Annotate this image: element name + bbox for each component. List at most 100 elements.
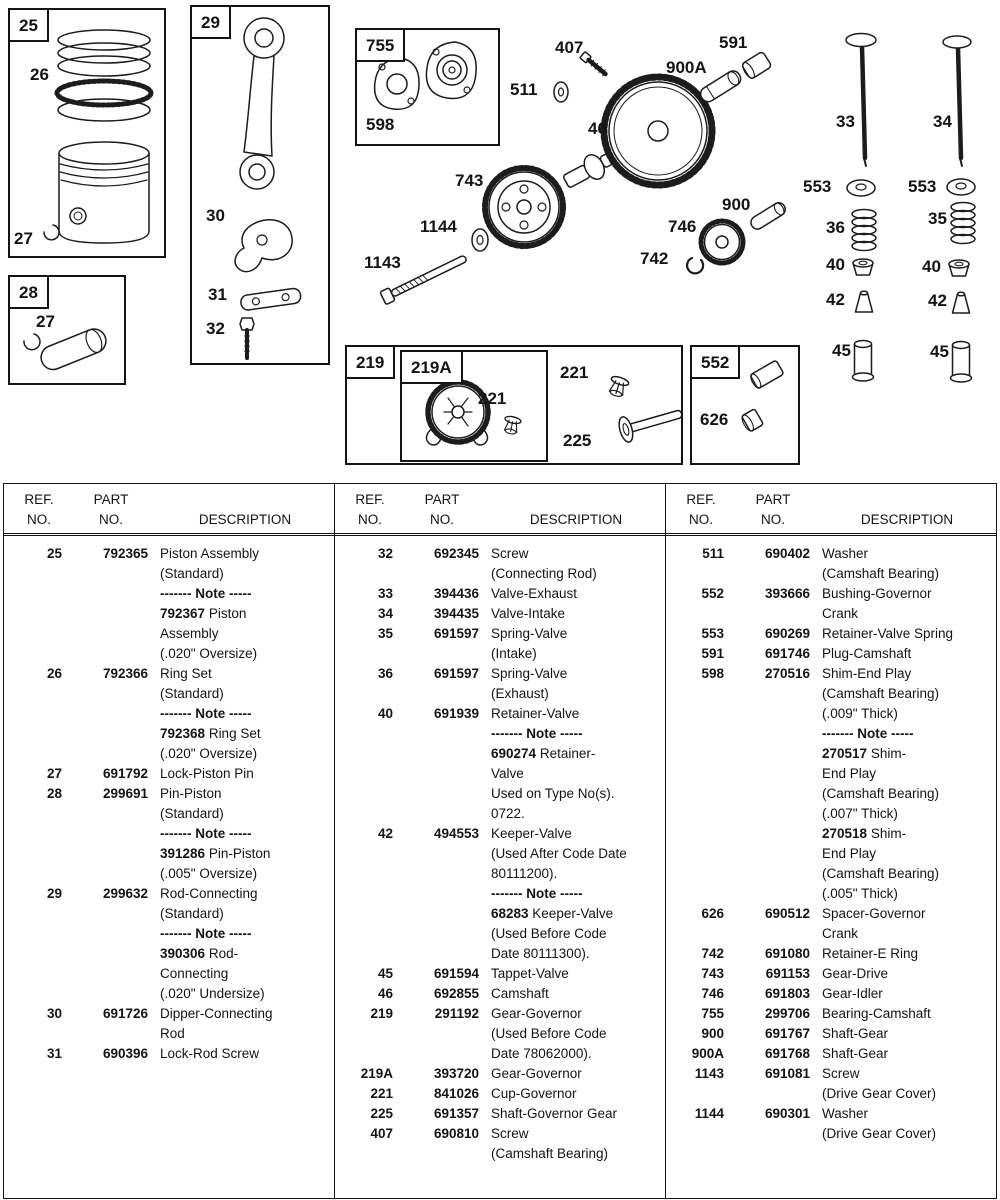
gear-drive-drawing [482,165,566,249]
description-line: 792368 Ring Set [160,724,330,744]
parts-diagram-art [23,17,976,446]
description-text: Bushing-Governor [822,586,932,602]
description-line: (.005" Thick) [822,884,992,904]
description-line: Valve [491,764,661,784]
description-line: Retainer-Valve [491,704,661,724]
description-text: (Camshaft Bearing) [491,1146,609,1162]
diagram-callout-219: 219 [345,345,396,379]
ref-no: 225 [370,1106,393,1122]
description-line: (Used Before Code [491,924,661,944]
part-row-225: 225 691357 Shaft-Governor Gear [347,1104,661,1124]
description-text: (Camshaft Bearing) [822,566,940,582]
description-line: (Connecting Rod) [491,564,661,584]
part-no: 690402 [764,546,810,562]
description-line: 0722. [491,804,661,824]
diagram-callout-900: 900 [722,195,751,214]
description-line: 390306 Rod- [160,944,330,964]
part-no: 692345 [433,546,479,562]
description-line: 792367 Piston [160,604,330,624]
diagram-callout-45: 45 [832,341,851,360]
description-text: (.005" Oversize) [160,866,258,882]
group-box-552: 552 [690,345,800,465]
description-line: End Play [822,844,992,864]
description-line: Piston Assembly [160,544,330,564]
description-line: Screw [491,1124,661,1144]
diagram-callout-35: 35 [928,209,947,228]
description-line: Spring-Valve [491,624,661,644]
piston-rings-drawing [54,29,154,122]
description-text: Valve-Exhaust [491,586,578,602]
description-text: (Drive Gear Cover) [822,1126,937,1142]
rod-lock-plate-drawing [240,287,302,311]
description-text: Rod- [205,946,239,962]
diagram-callout-34: 34 [933,112,952,131]
part-no: 691357 [433,1106,479,1122]
ref-no: 742 [701,946,724,962]
diagram-callout-900A: 900A [666,58,707,77]
description-text: (Standard) [160,566,224,582]
description-line: Assembly [160,624,330,644]
description-line: 270518 Shim- [822,824,992,844]
diagram-callout-219A: 219A [400,350,463,384]
ref-no: 32 [377,546,393,562]
camshaft-bearing-drawing [373,41,477,111]
description-text: (Intake) [491,646,537,662]
description-text: (Camshaft Bearing) [822,786,940,802]
diagram-callout-626: 626 [700,410,729,429]
description-line: ------- Note ----- [160,924,330,944]
valve-exhaust-drawing [845,32,877,167]
description-text: Connecting [160,966,229,982]
part-no: 394435 [433,606,479,622]
part-no: 291192 [434,1006,479,1022]
description: Cup-Governor [491,1084,661,1104]
description: Spring-Valve(Exhaust) [491,664,661,704]
description-line: (Camshaft Bearing) [822,684,992,704]
description-line: (Standard) [160,904,330,924]
camshaft-plug-drawing [741,51,772,79]
part-no: 494553 [433,826,479,842]
description-text: (Used After Code Date [491,846,627,862]
description-part-number: ------- Note ----- [160,926,252,942]
description-text: Washer [822,1106,869,1122]
description-part-number: 270517 [822,746,868,762]
camshaft-drawing [563,73,716,189]
diagram-callout-28: 28 [8,275,49,309]
description: Piston Assembly(Standard)------- Note --… [160,544,330,664]
description-part-number: ------- Note ----- [160,706,252,722]
ref-no: 591 [701,646,724,662]
description-part-number: ------- Note ----- [491,726,583,742]
description-line: 391286 Pin-Piston [160,844,330,864]
diagram-callout-407: 407 [555,38,584,57]
ref-no: 511 [702,546,724,562]
ref-no: 42 [377,826,393,842]
description-line: Shaft-Gear [822,1024,992,1044]
description-text: Pin-Piston [205,846,271,862]
description-line: Shaft-Gear [822,1044,992,1064]
ref-no: 219A [360,1066,393,1082]
description: Rod- Connecting (Standard) ------- Note ---… [160,884,330,1004]
description-line: Camshaft [491,984,661,1004]
description-text: Shaft-Governor Gear [491,1106,618,1122]
part-no: 792366 [102,666,148,682]
description-text: Retainer-Valve Spring [822,626,954,642]
part-no: 690396 [102,1046,148,1062]
piston-drawing [58,141,150,244]
group-box-755: 755 [355,28,500,146]
description: Bearing-Camshaft [822,1004,992,1024]
governor-cup-drawing [608,375,630,397]
ref-no: 29 [46,886,62,902]
description-header: DESCRIPTION [198,511,292,527]
description-line: Screw [822,1064,992,1084]
